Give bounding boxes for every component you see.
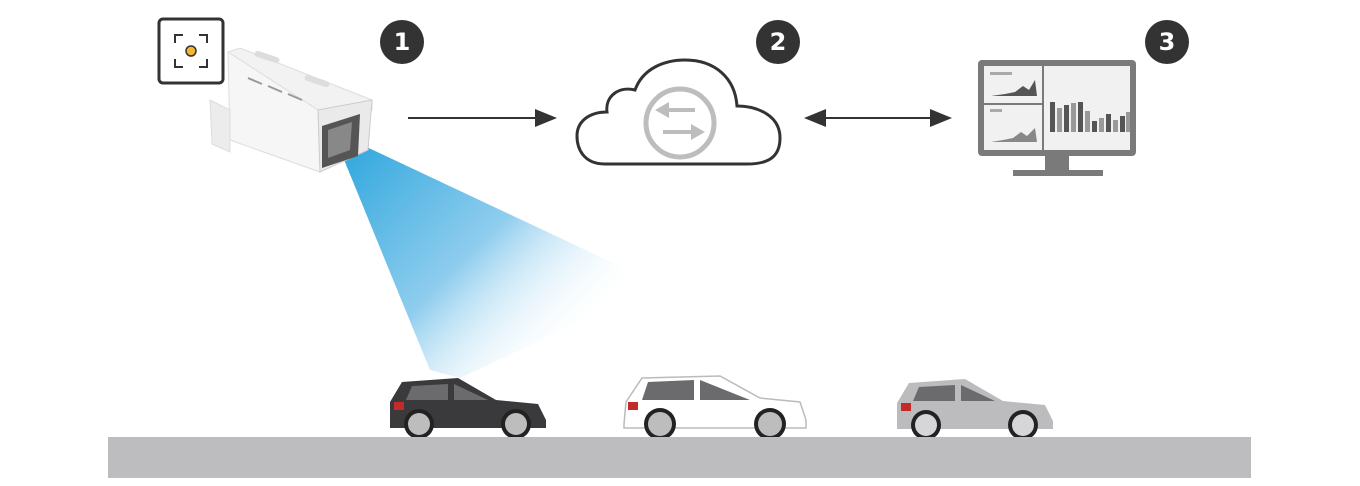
car-white (623, 375, 807, 440)
swap-arrows-icon (655, 102, 705, 140)
car-dark (390, 378, 546, 439)
double-arrow-icon (804, 109, 952, 127)
car-grey (897, 379, 1053, 440)
monitor-icon (978, 60, 1136, 176)
step-1-badge: 1 (380, 20, 424, 64)
focus-icon (157, 17, 225, 85)
arrow-right-icon (408, 109, 557, 127)
road (108, 437, 1251, 478)
step-3-badge: 3 (1145, 20, 1189, 64)
bar-chart-mini (1050, 102, 1130, 132)
camera-icon (209, 47, 373, 173)
step-2-badge: 2 (756, 20, 800, 64)
cloud-icon (575, 58, 782, 166)
